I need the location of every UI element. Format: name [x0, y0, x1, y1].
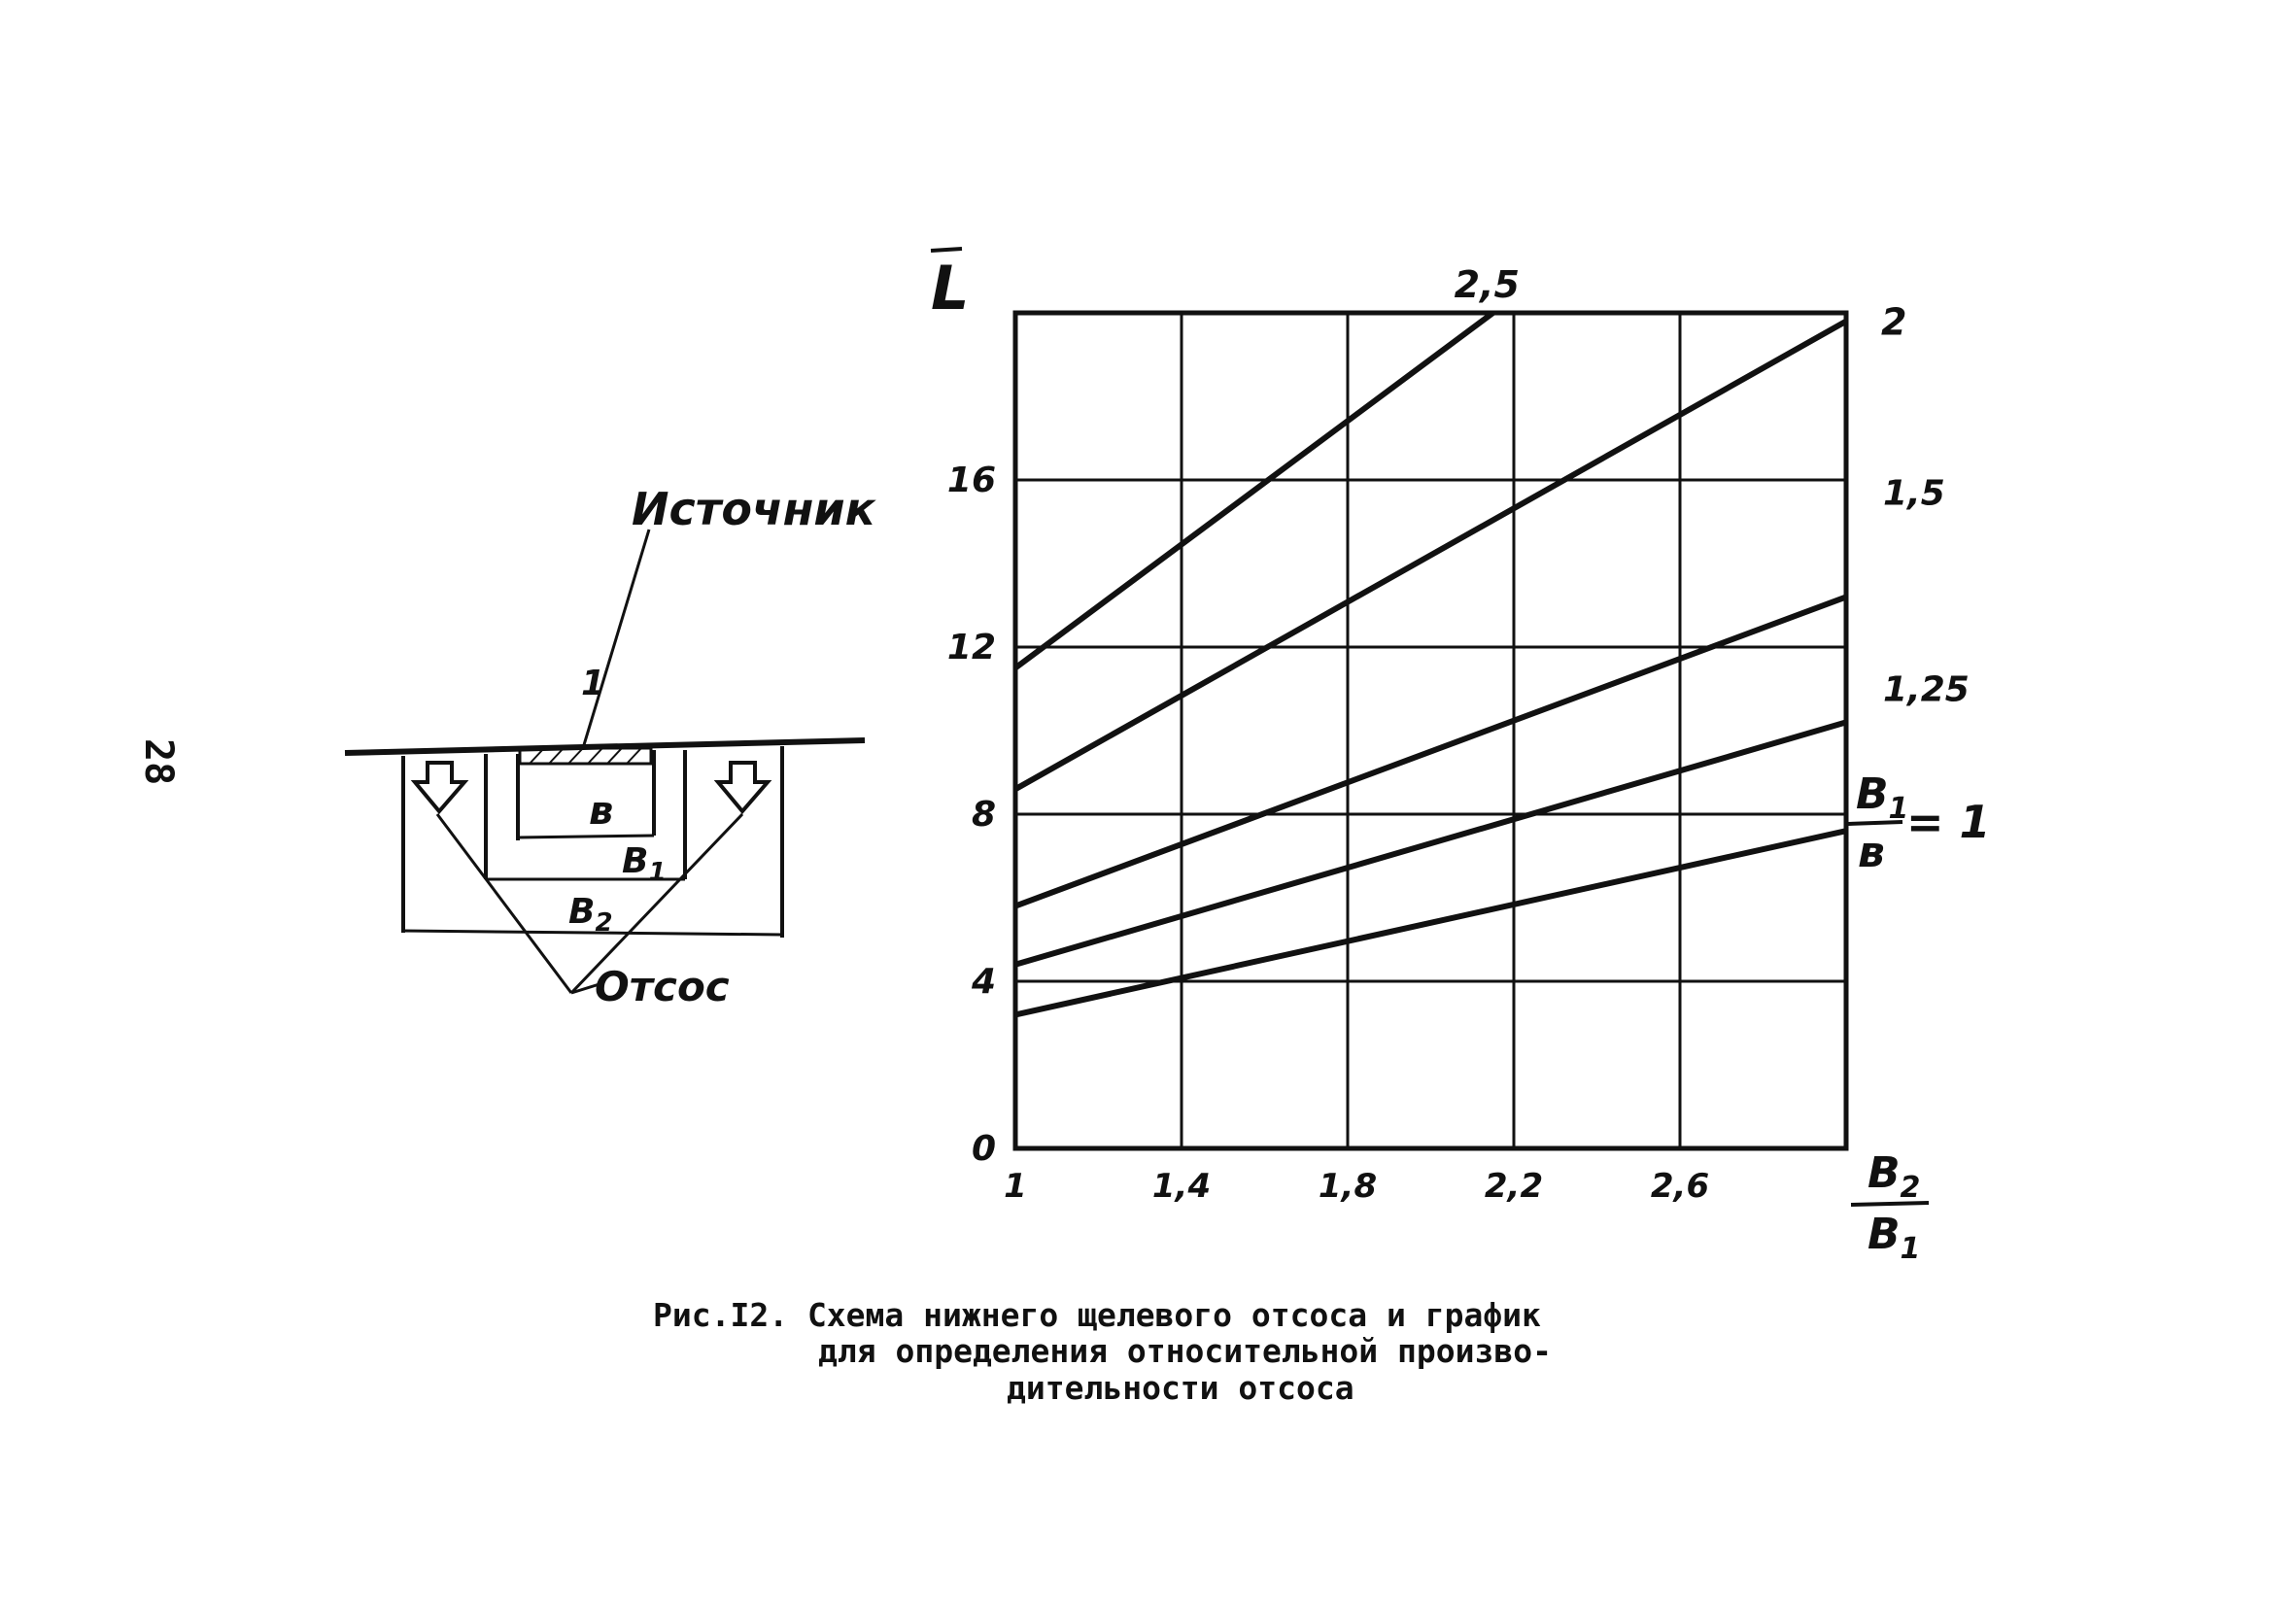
page-number: 28: [136, 738, 181, 785]
caption-line-2: для определения относительной произво-: [818, 1332, 1552, 1370]
plot-frame: [1012, 310, 1849, 1151]
series-line-4: [1014, 719, 1847, 968]
chart-frame: [1012, 310, 1849, 1151]
caption-line-1: Рис.I2. Схема нижнего щелевого отсоса и …: [653, 1296, 1541, 1334]
series-label-4: 1,25: [1883, 669, 1970, 709]
dim-b-label: в: [589, 789, 613, 834]
series-line-3: [1013, 594, 1848, 909]
arrow-down-left-icon: [410, 761, 469, 815]
series-line-2: [1013, 318, 1848, 792]
arrow-down-right-icon: [713, 761, 772, 815]
exhaust-label: Отсос: [595, 963, 730, 1010]
series-label-1: 2,5: [1455, 263, 1520, 306]
x-tick-label: 1,8: [1319, 1167, 1377, 1206]
source-label: Источник: [632, 483, 877, 535]
y-tick-label: 12: [947, 628, 996, 667]
x-tick-label: 1,4: [1152, 1167, 1211, 1206]
y-axis-label: L: [931, 253, 970, 324]
y-tick-label: 0: [972, 1129, 996, 1169]
svg-text:= 1: = 1: [1906, 796, 1991, 848]
y-tick-label: 4: [971, 962, 996, 1002]
dim-b2-label: В2: [568, 892, 613, 938]
chart: 2,5 2 1,5 1,25 1 1,4 1,8 2,2 2,6 0 4 8 12 16: [947, 263, 1970, 1206]
dimension-b: [517, 834, 655, 839]
chart-ticks: 1 1,4 1,8 2,2 2,6 0 4 8 12 16: [947, 461, 1709, 1206]
caption-line-3: дительности отсоса: [1007, 1369, 1354, 1407]
series-line-1: [1013, 310, 1495, 670]
svg-text:В2: В2: [1868, 1148, 1920, 1205]
svg-text:в: в: [1858, 828, 1885, 877]
hatch-lines: [529, 747, 642, 765]
dimension-b2: [402, 929, 783, 937]
y-tick-label: 8: [972, 795, 996, 835]
y-tick-label: 16: [947, 461, 996, 500]
series-label-3: 1,5: [1883, 473, 1945, 513]
exhaust-diagram: [344, 529, 866, 995]
y-axis-label-bar: [930, 247, 963, 253]
item-number: 1: [581, 664, 605, 703]
slot-walls: [401, 746, 784, 938]
x-tick-label: 2,2: [1485, 1167, 1543, 1206]
x-tick-label: 1: [1004, 1167, 1027, 1206]
x-axis-label: В2 В1: [1850, 1148, 1930, 1266]
ratio-label: В1 в = 1: [1847, 769, 1991, 877]
chart-series: 2,5 2 1,5 1,25: [1013, 263, 1970, 1018]
series-line-5: [1014, 828, 1847, 1018]
dim-b1-label: В1: [622, 841, 667, 887]
series-label-2: 2: [1881, 301, 1906, 344]
x-tick-label: 2,6: [1651, 1167, 1709, 1206]
leader-source: [581, 529, 651, 749]
exhaust-leaders: [435, 812, 744, 995]
chart-grid: [1015, 313, 1846, 1148]
svg-text:В1: В1: [1868, 1210, 1920, 1266]
svg-text:В1: В1: [1856, 769, 1908, 826]
